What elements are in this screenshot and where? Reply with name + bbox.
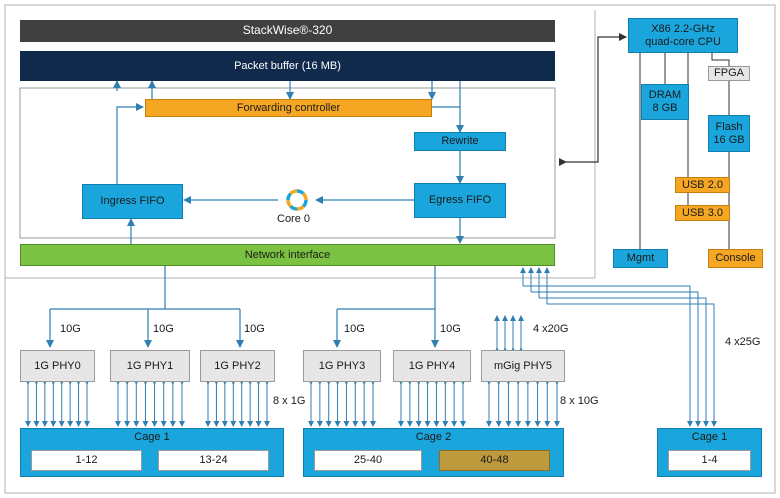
stackwise-bar: StackWise®-320 — [20, 20, 555, 42]
core-label: Core 0 — [277, 213, 311, 225]
cage-2-ports-a: 25-40 — [314, 450, 422, 471]
ingress-fifo: Ingress FIFO — [82, 184, 183, 219]
cpu-line-2: quad-core CPU — [645, 35, 721, 48]
cage-1-right-title: Cage 1 — [691, 431, 728, 443]
fpga-block: FPGA — [708, 66, 750, 81]
link-4x25g — [539, 297, 709, 427]
flash-line-1: Flash — [715, 120, 743, 133]
link-label-phy3: 10G — [344, 323, 365, 335]
phy5-block: mGig PHY5 — [481, 350, 565, 382]
phy2-block: 1G PHY2 — [200, 350, 275, 382]
line-cpu-to-fpga — [711, 53, 730, 66]
mgmt-port: Mgmt — [613, 249, 668, 268]
packet-buffer-bar: Packet buffer (16 MB) — [20, 51, 555, 81]
arrow-core-to-cpu — [559, 33, 627, 166]
core-icon — [286, 189, 308, 211]
flash-block: Flash 16 GB — [708, 115, 750, 152]
link-label-phy4: 10G — [440, 323, 461, 335]
phy4-block: 1G PHY4 — [393, 350, 471, 382]
phy1-block: 1G PHY1 — [110, 350, 190, 382]
console-port: Console — [708, 249, 763, 268]
cage-1-right-ports: 1-4 — [668, 450, 751, 471]
generated-arrows — [25, 267, 717, 427]
cage-2-ports-b: 40-48 — [439, 450, 550, 471]
rewrite-block: Rewrite — [414, 132, 506, 151]
forwarding-controller: Forwarding controller — [145, 99, 432, 117]
outer-border — [4, 4, 776, 494]
cpu-block: X86 2.2-GHz quad-core CPU — [628, 18, 738, 53]
link-label-8x1g: 8 x 1G — [273, 395, 306, 407]
cpu-line-1: X86 2.2-GHz — [651, 22, 715, 35]
link-label-8x10g: 8 x 10G — [560, 395, 599, 407]
link-label-phy0: 10G — [60, 323, 81, 335]
cage-1-ports-a: 1-12 — [31, 450, 142, 471]
link-label-phy1: 10G — [153, 323, 174, 335]
core-enclosure — [19, 87, 556, 239]
network-interface-bar: Network interface — [20, 244, 555, 266]
link-4x25g — [523, 285, 693, 427]
dram-line-2: 8 GB — [652, 102, 678, 114]
link-4x25g — [531, 291, 701, 427]
cage-1-title: Cage 1 — [134, 431, 170, 443]
cage-2: Cage 2 25-40 40-48 — [303, 428, 564, 477]
arrow-ingress-to-fc — [116, 103, 144, 184]
usb3-block: USB 3.0 — [675, 205, 730, 221]
dram-block: DRAM 8 GB — [641, 84, 689, 120]
egress-fifo: Egress FIFO — [414, 183, 506, 218]
dram-line-1: DRAM — [648, 89, 682, 102]
cage-2-title: Cage 2 — [415, 431, 452, 443]
cage-1-ports-b: 13-24 — [158, 450, 269, 471]
link-label-phy2: 10G — [244, 323, 265, 335]
arrow-fc-to-rewrite — [432, 106, 464, 133]
cage-1-left: Cage 1 1-12 13-24 — [20, 428, 284, 477]
cage-1-right: Cage 1 1-4 — [657, 428, 762, 477]
flash-line-2: 16 GB — [713, 133, 745, 146]
usb2-block: USB 2.0 — [675, 177, 730, 193]
link-4x25g — [547, 303, 717, 427]
phy3-block: 1G PHY3 — [303, 350, 381, 382]
link-label-4x25g: 4 x25G — [725, 336, 761, 348]
link-label-4x20g: 4 x20G — [533, 323, 569, 335]
phy0-block: 1G PHY0 — [20, 350, 95, 382]
